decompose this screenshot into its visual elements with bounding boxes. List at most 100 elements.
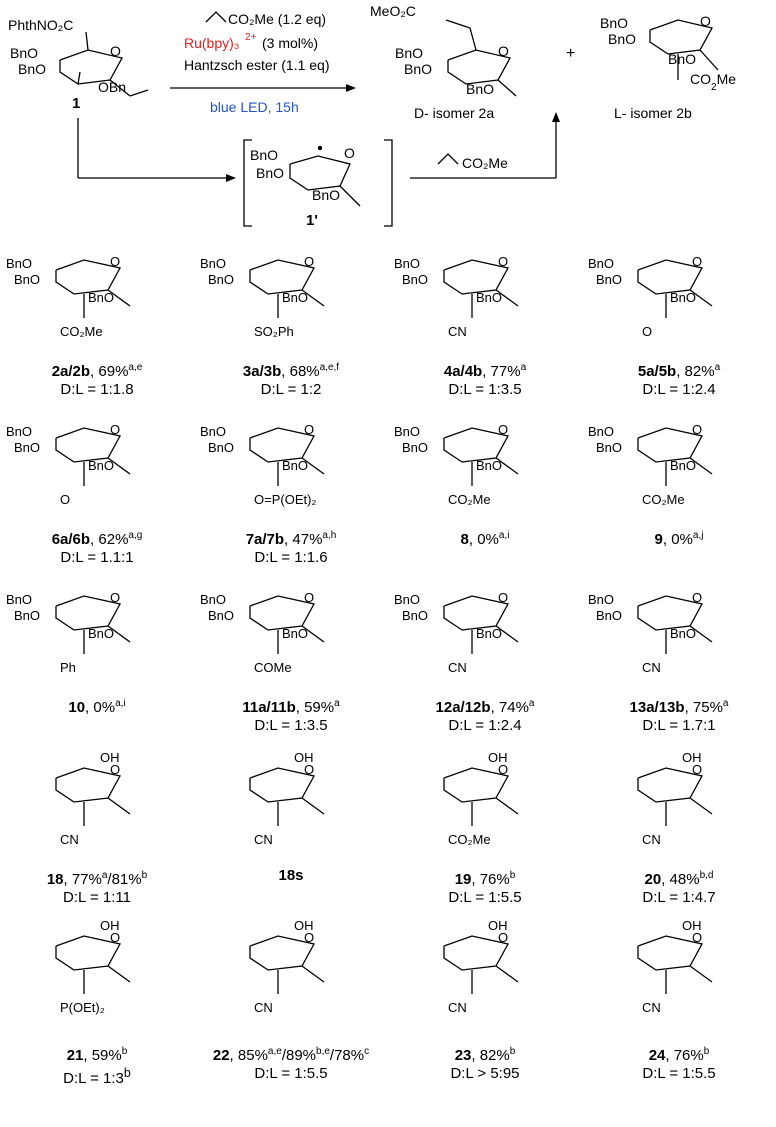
reagent-1: CO₂Me (1.2 eq) xyxy=(228,11,326,27)
radical-reagent: CO₂Me xyxy=(462,155,508,171)
substituent-label: P(OEt)₂ xyxy=(60,1000,105,1015)
bno-label: BnO xyxy=(670,290,696,305)
bno-label: BnO xyxy=(394,592,420,607)
yield-value: , 59% xyxy=(295,699,335,716)
oh-label: OH xyxy=(100,750,120,765)
substituent-label: CO₂Me xyxy=(60,324,103,339)
p2b-ring-o: O xyxy=(700,13,711,29)
compound-caption: 18s xyxy=(194,866,388,885)
compound-number: 3a/3b xyxy=(242,363,282,380)
compound-caption: 3a/3b, 68%a,e,f xyxy=(194,358,388,381)
sugar-ring xyxy=(637,259,713,318)
sugar-ring xyxy=(55,259,131,318)
dl-ratio: D:L = 1:11 xyxy=(0,888,194,907)
sugar-ring xyxy=(249,427,325,486)
compound-number: 9 xyxy=(654,531,663,548)
scheme-drawing: PhthNO₂C BnO BnO OBn O 1 CO₂Me (1.2 eq) … xyxy=(8,3,736,229)
p2a-bno-1: BnO xyxy=(395,45,423,61)
substituent-label: CN xyxy=(254,1000,273,1015)
p2a-bno-2: BnO xyxy=(404,61,432,77)
yield-value: , 76% xyxy=(665,1047,704,1064)
rad-ring-o: O xyxy=(344,145,355,161)
dl-ratio-text: D:L > 5:95 xyxy=(450,1065,520,1082)
compound-number: 2a/2b xyxy=(51,363,91,380)
p2b-bno-3: BnO xyxy=(668,51,696,67)
footnote-mark: a xyxy=(722,698,729,709)
bno-label: BnO xyxy=(394,424,420,439)
ring-o-label: O xyxy=(110,930,120,945)
compound-caption: 4a/4b, 77%a xyxy=(388,358,582,381)
dl-ratio: D:L = 1.1:1 xyxy=(0,548,194,567)
sm-sub-top: PhthNO₂C xyxy=(8,17,73,33)
oh-label: OH xyxy=(682,918,702,933)
radical-1prime xyxy=(289,155,361,207)
bno-label: BnO xyxy=(208,440,234,455)
sm-label: 1 xyxy=(72,95,80,112)
ring-o-label: O xyxy=(692,930,702,945)
compound-caption: 23, 82%b xyxy=(388,1042,582,1065)
bno-label: BnO xyxy=(208,608,234,623)
compound-caption: 19, 76%b xyxy=(388,866,582,889)
substituent-label: CN xyxy=(448,660,467,675)
compound-number: 20 xyxy=(644,871,662,888)
dl-ratio: D:L = 1:2.4 xyxy=(388,716,582,735)
rad-bno-2: BnO xyxy=(256,165,284,181)
footnote-mark: b xyxy=(141,870,148,881)
dl-ratio: D:L = 1:5.5 xyxy=(582,1064,776,1083)
compound-caption: 18, 77%a/81%b xyxy=(0,866,194,889)
footnote-mark: a,g xyxy=(128,530,143,541)
bno-label: BnO xyxy=(282,290,308,305)
compound-caption: 8, 0%a,i xyxy=(388,526,582,549)
yield-value: , 75% xyxy=(684,699,723,716)
sugar-ring xyxy=(55,595,131,654)
sugar-ring xyxy=(55,767,131,826)
sugar-ring xyxy=(249,935,325,994)
compound-caption: 24, 76%b xyxy=(582,1042,776,1065)
dl-ratio-text: D:L = 1:2 xyxy=(260,381,322,398)
bno-label: BnO xyxy=(14,440,40,455)
yield-value: , 62% xyxy=(90,531,129,548)
yield-value: , 59% xyxy=(83,1047,122,1064)
bno-label: BnO xyxy=(88,290,114,305)
substituent-label: CN xyxy=(642,832,661,847)
bno-label: BnO xyxy=(596,608,622,623)
yield-value: , 85% xyxy=(229,1047,268,1064)
sugar-ring xyxy=(443,259,519,318)
yield-value: , 69% xyxy=(90,363,129,380)
yield-value: , 82% xyxy=(676,363,715,380)
oh-label: OH xyxy=(100,918,120,933)
footnote-mark: b xyxy=(123,1066,131,1080)
footnote-mark: b,e xyxy=(316,1046,330,1057)
dl-ratio-text: D:L = 1:2.4 xyxy=(448,717,522,734)
ring-o-label: O xyxy=(304,254,314,269)
substituent-label: CN xyxy=(60,832,79,847)
footnote-mark: b,d xyxy=(699,870,714,881)
compound-caption: 12a/12b, 74%a xyxy=(388,694,582,717)
sugar-ring xyxy=(637,767,713,826)
compound-number: 13a/13b xyxy=(629,699,685,716)
product-2b xyxy=(649,19,719,80)
bno-label: BnO xyxy=(402,272,428,287)
p2a-bno-3: BnO xyxy=(466,81,494,97)
yield-value: , 76% xyxy=(471,871,510,888)
sugar-ring xyxy=(55,427,131,486)
bno-label: BnO xyxy=(596,272,622,287)
footnote-mark: a xyxy=(520,362,527,373)
compound-number: 11a/11b xyxy=(242,699,296,716)
to-radical-arrow-head xyxy=(226,174,236,182)
compound-number: 22 xyxy=(212,1047,230,1064)
product-l-label: L- isomer 2b xyxy=(614,105,692,121)
